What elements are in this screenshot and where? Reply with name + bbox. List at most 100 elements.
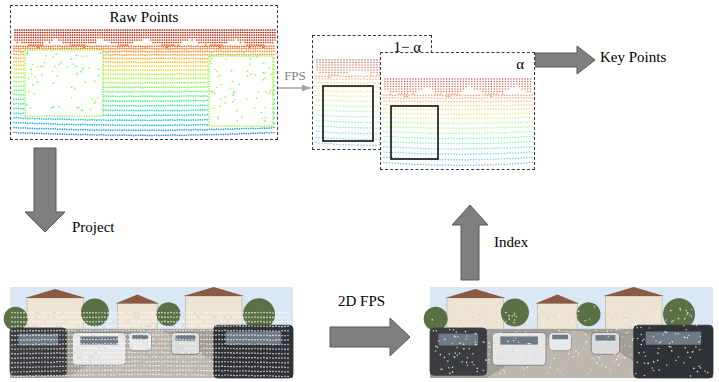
cloud-point	[21, 29, 23, 31]
lidar-point	[233, 312, 235, 314]
lidar-point	[23, 348, 25, 350]
lidar-point	[176, 316, 178, 318]
lidar-point	[59, 352, 61, 354]
lidar-point	[149, 316, 151, 318]
lidar-point	[128, 343, 130, 345]
lidar-point	[80, 374, 82, 376]
lidar-point	[35, 339, 37, 341]
lidar-point	[140, 338, 142, 340]
lidar-point	[17, 353, 19, 355]
lidar-point	[188, 338, 190, 340]
lidar-point	[215, 316, 217, 318]
lidar-point	[26, 348, 28, 350]
lidar-point	[170, 330, 172, 332]
lidar-point	[182, 312, 184, 314]
cloud-point	[81, 34, 83, 36]
roof	[603, 287, 664, 296]
lidar-point	[143, 329, 145, 331]
lidar-point	[239, 361, 241, 363]
lidar-point	[65, 348, 67, 350]
lidar-point	[53, 312, 55, 314]
lidar-point	[161, 361, 163, 363]
cloud-point	[65, 34, 67, 36]
lidar-point	[86, 326, 88, 328]
cloud-point	[85, 32, 87, 34]
lidar-point	[170, 316, 172, 318]
lidar-point	[17, 325, 19, 327]
cloud-point	[83, 34, 85, 36]
cloud-point	[46, 34, 48, 36]
lidar-point	[17, 339, 19, 341]
lidar-point	[80, 312, 82, 314]
lidar-point	[173, 374, 175, 376]
lidar-point	[254, 325, 256, 327]
lidar-point	[170, 347, 172, 349]
lidar-point	[472, 353, 474, 355]
lidar-point	[41, 326, 43, 328]
lidar-point	[466, 335, 468, 337]
lidar-point	[32, 362, 34, 364]
lidar-point	[23, 371, 25, 373]
lidar-point	[191, 361, 193, 363]
cloud-point	[51, 29, 53, 31]
lidar-point	[44, 357, 46, 359]
cloud-point	[83, 29, 85, 31]
cloud-point	[23, 29, 25, 31]
lidar-point	[134, 347, 136, 349]
lidar-point	[89, 330, 91, 332]
lidar-point	[23, 376, 25, 378]
lidar-point	[272, 375, 274, 377]
lidar-point	[161, 356, 163, 358]
lidar-point	[221, 316, 223, 318]
lidar-point	[254, 334, 256, 336]
lidar-point	[278, 366, 280, 368]
lidar-point	[456, 347, 458, 349]
lidar-point	[239, 339, 241, 341]
cloud-point	[37, 34, 39, 36]
lidar-point	[122, 356, 124, 358]
lidar-point	[236, 357, 238, 359]
lidar-point	[508, 315, 510, 317]
lidar-point	[224, 374, 226, 376]
cloud-point	[28, 34, 30, 36]
lidar-point	[585, 334, 587, 336]
lidar-point	[221, 312, 223, 314]
lidar-point	[218, 374, 220, 376]
lidar-point	[224, 343, 226, 345]
lidar-point	[233, 361, 235, 363]
cloud-point	[35, 32, 37, 34]
lidar-point	[23, 330, 25, 332]
lidar-point	[266, 375, 268, 377]
cloud-point	[26, 34, 28, 36]
lidar-point	[589, 332, 591, 334]
lidar-point	[101, 343, 103, 345]
lidar-point	[637, 338, 639, 340]
lidar-point	[547, 372, 549, 374]
lidar-point	[107, 374, 109, 376]
lidar-point	[170, 325, 172, 327]
camera-image	[424, 287, 713, 378]
lidar-point	[44, 312, 46, 314]
lidar-point	[140, 365, 142, 367]
lidar-point	[499, 373, 501, 375]
cloud-point	[88, 29, 90, 31]
cloud-point	[67, 42, 69, 44]
lidar-point	[182, 361, 184, 363]
lidar-point	[179, 365, 181, 367]
lidar-point	[77, 343, 79, 345]
lidar-point	[227, 366, 229, 368]
lidar-point	[137, 369, 139, 371]
lidar-point	[152, 316, 154, 318]
lidar-point	[233, 335, 235, 337]
lidar-point	[284, 321, 286, 323]
lidar-point	[218, 352, 220, 354]
lidar-point	[194, 316, 196, 318]
lidar-point	[233, 348, 235, 350]
lidar-point	[248, 353, 250, 355]
lidar-point	[263, 339, 265, 341]
lidar-point	[113, 360, 115, 362]
lidar-point	[488, 346, 490, 348]
lidar-point	[26, 330, 28, 332]
lidar-point	[242, 321, 244, 323]
lidar-point	[20, 326, 22, 328]
